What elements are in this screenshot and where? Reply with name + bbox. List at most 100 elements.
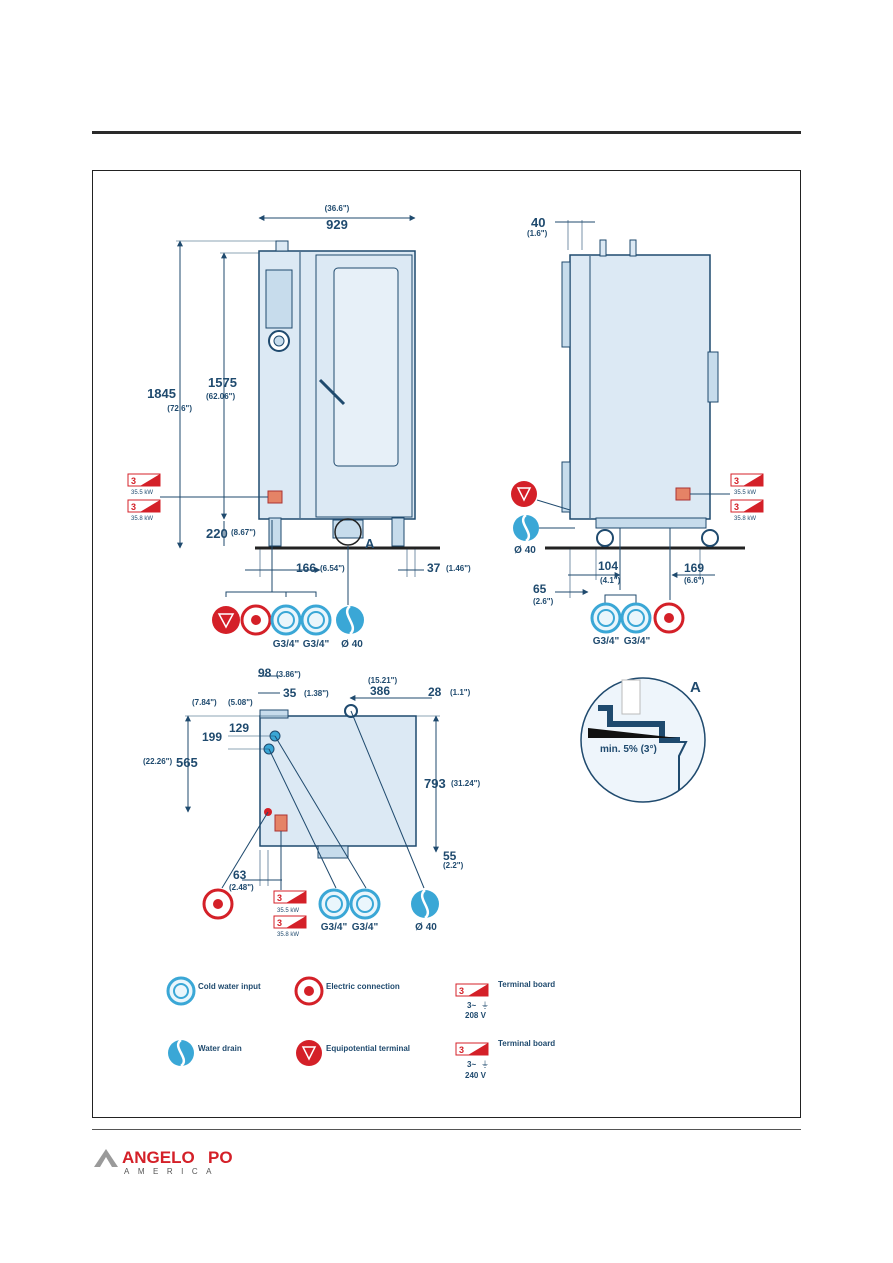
dimension-label: 3~: [467, 1060, 476, 1069]
dimension-label: min. 5% (3°): [600, 744, 657, 755]
oven-body-side: [569, 254, 711, 520]
dimension-label: 565: [176, 755, 198, 770]
dimension-label: 98: [258, 666, 272, 680]
front-view: 929 (36.6") 1845 (72.6") 1575 (62.06") 2…: [127, 204, 471, 650]
terminal-board-icon: 3 35.8 kW: [127, 499, 161, 522]
dimension-label: (36.6"): [325, 204, 350, 213]
cold-water-icon: [300, 604, 332, 636]
door-handle: [318, 378, 346, 406]
detail-a-callout: [334, 518, 362, 546]
dimension-label: (1.1"): [450, 688, 471, 697]
dimension-label: (31.24"): [451, 779, 480, 788]
dimension-label: PO: [208, 1148, 233, 1167]
dimension-label: G3/4": [321, 922, 348, 933]
dimension-label: (8.67"): [231, 528, 256, 537]
terminal-board-icon: 3 35.5 kW: [273, 890, 307, 914]
control-panel: [265, 269, 293, 329]
dimension-label: Ø 40: [341, 639, 363, 650]
dimension-label: 35.5 kW: [734, 490, 756, 496]
dimension-label: 240 V: [465, 1071, 487, 1080]
dimension-label: Equipotential terminal: [326, 1044, 410, 1053]
dimension-label: 104: [598, 559, 618, 573]
terminal-board-icon: 3: [455, 1042, 489, 1056]
dimension-label: (7.84"): [192, 698, 217, 707]
dim-width: 929: [326, 217, 348, 232]
cold-water-icon: [349, 888, 381, 920]
dimension-label: AMERICA: [124, 1167, 220, 1175]
dimension-label: (1.6"): [527, 229, 548, 238]
cold-water-icon: [318, 888, 350, 920]
dimension-label: 37: [427, 561, 441, 575]
dimension-label: Cold water input: [198, 982, 261, 991]
dimension-label: 220: [206, 526, 228, 541]
dimension-label: G3/4": [624, 636, 651, 647]
electric-icon: [240, 604, 272, 636]
electric-icon: [653, 602, 685, 634]
cold-water-icon: [620, 602, 652, 634]
dimension-label: 169: [684, 561, 704, 575]
dimension-label: 3: [277, 918, 282, 928]
cold-water-icon: [166, 976, 196, 1006]
dimension-label: 40: [531, 215, 545, 230]
brand-logo: ANGELO PO AMERICA: [94, 1148, 233, 1175]
dimension-label: Ø 40: [514, 545, 536, 556]
terminal-board-icon: 3 35.8 kW: [730, 499, 764, 522]
cold-water-icon: [590, 602, 622, 634]
water-drain-icon: [513, 513, 539, 543]
dimension-label: Electric connection: [326, 982, 400, 991]
dimension-label: (15.21"): [368, 676, 397, 685]
dimension-label: A: [690, 679, 701, 696]
dimension-label: 3: [734, 476, 739, 486]
dimension-label: (2.6"): [533, 597, 554, 606]
dimension-label: 1575: [208, 375, 237, 390]
dimension-label: (1.46"): [446, 564, 471, 573]
dimension-label: 793: [424, 776, 446, 791]
cold-water-icon: [270, 604, 302, 636]
dimension-label: 35.8 kW: [734, 516, 756, 522]
dimension-label: 3: [131, 502, 136, 512]
dimension-label: 386: [370, 684, 390, 698]
side-view: 40 (1.6") 104 (4.1") 65 (2.6") 169 (6.6"…: [511, 215, 764, 647]
dimension-label: (1.38"): [304, 689, 329, 698]
ground-icon: ⏚: [481, 1001, 489, 1010]
dimension-label: 63: [233, 868, 247, 882]
detail-a: A min. 5% (3°): [580, 677, 706, 803]
water-drain-icon: [336, 605, 364, 635]
terminal-board-icon: 3 35.5 kW: [127, 473, 161, 496]
dimension-label: ANGELO: [122, 1148, 195, 1167]
dimension-label: 65: [533, 582, 547, 596]
dimension-label: 3: [277, 893, 282, 903]
terminal-board-icon: 3 35.5 kW: [730, 473, 764, 496]
drawing-frame: [92, 170, 801, 1118]
dimension-label: 3: [734, 502, 739, 512]
dimension-label: (62.06"): [206, 392, 235, 401]
ground-icon: ⏚: [481, 1060, 489, 1069]
dimension-label: 3~: [467, 1001, 476, 1010]
dimension-label: 28: [428, 685, 442, 699]
dimension-label: G3/4": [273, 639, 300, 650]
water-drain-icon: [168, 1038, 194, 1068]
dimension-label: (6.54"): [320, 564, 345, 573]
dimension-label: A: [365, 536, 375, 551]
dimension-label: Terminal board: [498, 1039, 555, 1048]
dimension-label: (22.26"): [143, 757, 172, 766]
dimension-label: G3/4": [303, 639, 330, 650]
dimension-label: 199: [202, 730, 222, 744]
header-rule: [92, 131, 801, 134]
electric-icon: [202, 888, 234, 920]
footer-rule: [92, 1129, 801, 1130]
terminal-board-icon: 3 35.8 kW: [273, 915, 307, 938]
dimension-label: (72.6"): [167, 404, 192, 413]
dimension-label: 35.8 kW: [277, 932, 299, 938]
equipotential-icon: [212, 606, 240, 634]
equipotential-icon: [511, 481, 537, 507]
dimension-label: G3/4": [593, 636, 620, 647]
dimension-label: 35.8 kW: [131, 516, 153, 522]
dimension-label: (6.6"): [684, 576, 705, 585]
dimension-label: (2.2"): [443, 861, 464, 870]
terminal-board-icon: 3: [455, 983, 489, 997]
dimension-label: 208 V: [465, 1011, 487, 1020]
legend: Cold water input Electric connection 3 T…: [166, 976, 555, 1080]
water-drain-icon: [411, 889, 439, 919]
